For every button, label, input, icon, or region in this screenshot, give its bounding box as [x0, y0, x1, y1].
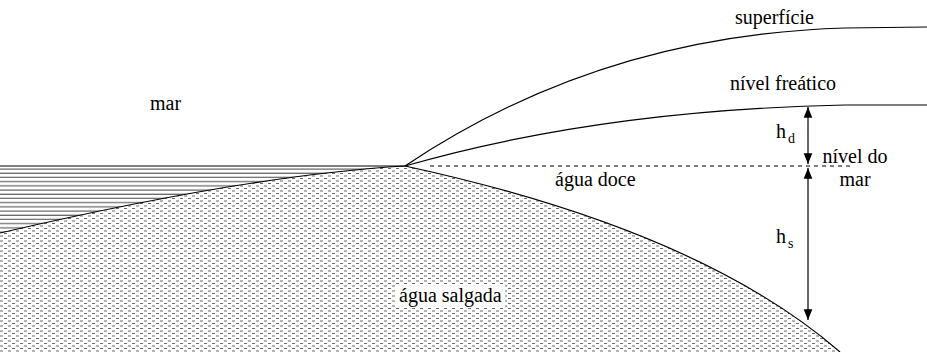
sea-label: mar [150, 92, 181, 115]
height-subscript: d [788, 131, 795, 147]
sea-floor [0, 166, 405, 233]
hd-arrow [807, 107, 808, 164]
height-symbol: h [776, 225, 786, 248]
salt-water-region [0, 166, 840, 352]
salt-water-label: água salgada [396, 284, 505, 307]
hs-arrow [807, 168, 808, 320]
sea-level-line [430, 166, 850, 167]
height-subscript: s [788, 236, 793, 252]
sea-surface [0, 166, 405, 167]
fresh-water-label: água doce [555, 168, 636, 191]
surface-label: superfície [735, 6, 814, 29]
sea-level-label: nível do mar [815, 145, 895, 191]
water-table-label: nível freático [730, 72, 836, 95]
salt-interface [405, 166, 840, 352]
height-symbol: h [776, 120, 786, 143]
